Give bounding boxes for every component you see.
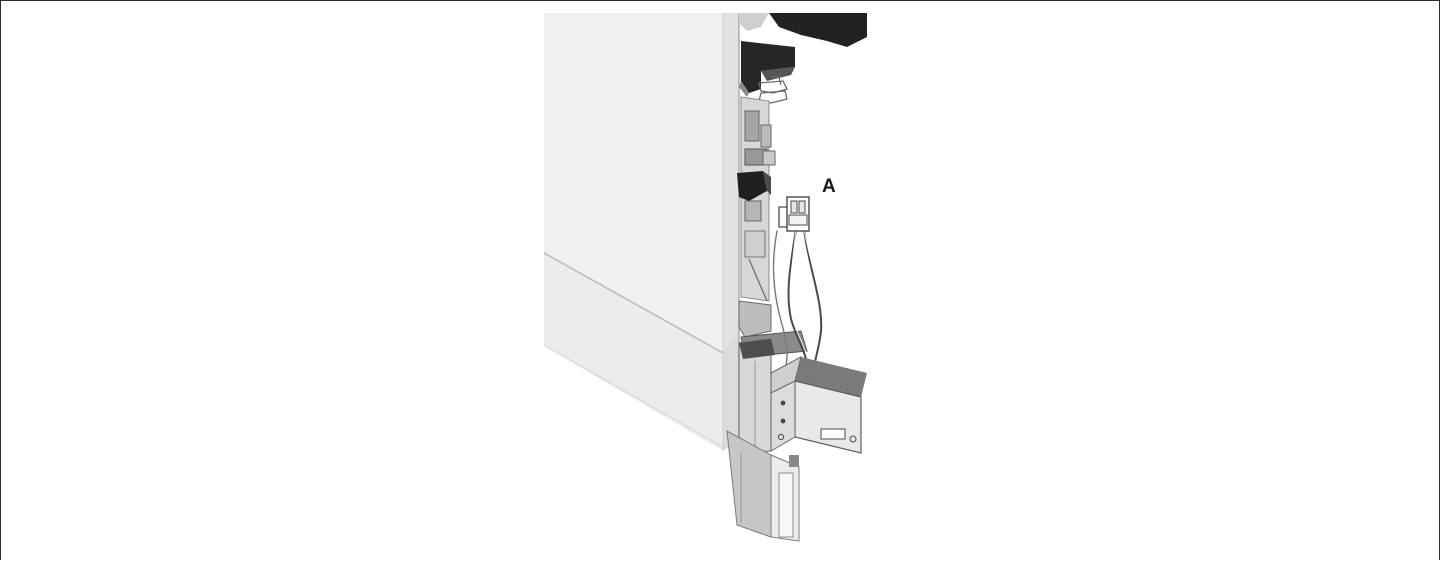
upper-clip: [758, 76, 788, 104]
bottom-hinge-leg: [726, 430, 800, 542]
cabinet-front-edge: [722, 13, 740, 451]
middle-dark-block: [737, 171, 771, 201]
connector-cables: [772, 228, 824, 378]
bottom-tray: [770, 356, 867, 454]
top-dark-block: [739, 13, 867, 47]
callout-label-a: A: [822, 176, 836, 197]
connector-plug: [778, 196, 810, 232]
cabinet-side-panel: [543, 13, 724, 451]
mounting-rail: [740, 96, 776, 302]
upper-hinge-bracket: [739, 41, 795, 97]
door-bracket: [738, 338, 785, 454]
